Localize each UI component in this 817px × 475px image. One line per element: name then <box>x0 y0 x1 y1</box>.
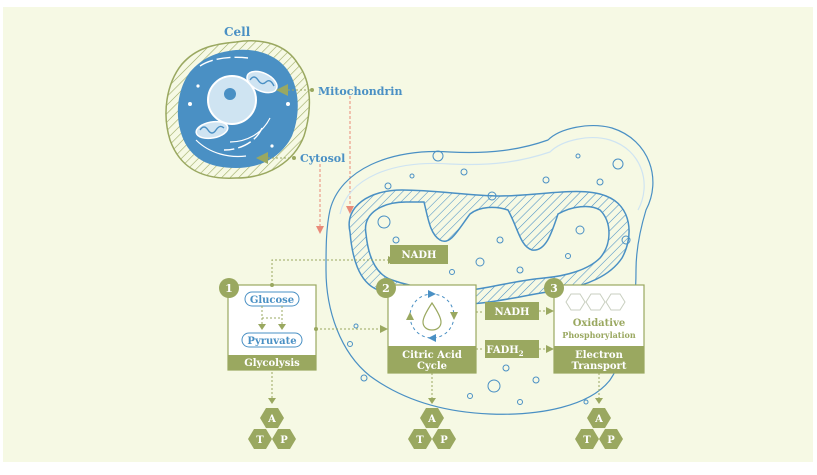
atp-hex-a <box>587 408 611 428</box>
step-1-number: 1 <box>225 282 233 295</box>
step-2-citric-acid-cycle: Citric Acid Cycle 2 <box>376 278 477 374</box>
cell-nucleolus <box>224 88 236 100</box>
glucose-label: Glucose <box>250 295 294 306</box>
cytosol-label: Cytosol <box>300 152 345 165</box>
nadh-top-tag <box>390 245 448 264</box>
zoomed-cell-body <box>325 125 654 415</box>
svg-text:A: A <box>427 414 436 425</box>
atp-output-2: A T P <box>408 373 456 449</box>
fadh-label: FADH2 <box>486 345 523 358</box>
glucose-pill <box>244 291 300 307</box>
atp-hex-a <box>420 408 444 428</box>
nadh-mid-tag <box>485 302 539 320</box>
step-3-number: 3 <box>550 282 558 295</box>
fadh-to-transport-arrow <box>546 345 554 353</box>
pyruvate-label: Pyruvate <box>247 336 296 347</box>
step-2-number: 2 <box>382 282 390 295</box>
svg-text:T: T <box>583 435 591 446</box>
citric-acid-title-line-2: Cycle <box>417 361 447 372</box>
svg-text:A: A <box>594 414 603 425</box>
phosphorylation-label: Phosphorylation <box>562 330 636 340</box>
atp-output-1: A T P <box>248 372 296 449</box>
fadh-tag <box>485 340 539 358</box>
svg-text:P: P <box>280 435 288 446</box>
mitochondrion-pointer-arrow <box>276 84 288 96</box>
nadh-mid-label: NADH <box>494 307 529 318</box>
atp-hex-p <box>432 429 456 449</box>
nadh-top-label: NADH <box>401 250 436 261</box>
electron-transport-title-line-1: Electron <box>575 350 623 361</box>
atp-hex-p <box>599 429 623 449</box>
cycle-arrow-left <box>406 312 414 320</box>
citric-acid-title-line-1: Citric Acid <box>402 350 462 361</box>
pyruvate-pill <box>241 332 303 348</box>
atp-hex-a <box>260 408 284 428</box>
droplet-icon <box>422 301 442 331</box>
glycolysis-down-arrow-right <box>278 324 286 330</box>
hexagon-icon-3 <box>605 293 626 311</box>
zoomed-mitochondrion <box>348 189 630 306</box>
cycle-arrow-right <box>450 312 458 320</box>
cell-nucleus <box>207 75 257 125</box>
nadh-to-transport-arrow <box>546 307 554 315</box>
svg-text:A: A <box>267 414 276 425</box>
cytosol-drop-arrow <box>316 226 324 234</box>
cycle-arrow-top <box>428 290 436 298</box>
cell-callouts: Mitochondrin Cytosol <box>256 84 402 234</box>
cell-illustration: Cell <box>165 25 311 179</box>
atp-hex-t <box>575 429 599 449</box>
step-1-glycolysis: Glycolysis Glucose Pyruvate 1 <box>219 278 317 371</box>
svg-text:P: P <box>607 435 615 446</box>
cytosol-pointer-arrow <box>256 152 268 164</box>
glycolysis-down-arrow-left <box>258 324 266 330</box>
glycolysis-title: Glycolysis <box>244 358 300 369</box>
atp-hex-p <box>272 429 296 449</box>
svg-text:T: T <box>256 435 264 446</box>
atp-output-3: A T P <box>575 373 623 449</box>
oxidative-label: Oxidative <box>573 318 626 329</box>
hexagon-icon-2 <box>585 293 606 311</box>
svg-text:P: P <box>440 435 448 446</box>
electron-transport-title-line-2: Transport <box>572 361 627 372</box>
mitochondrion-label: Mitochondrin <box>318 85 402 98</box>
hexagon-icon-1 <box>565 293 586 311</box>
connectors: NADH NADH FADH2 <box>270 245 554 358</box>
cell-title: Cell <box>224 25 251 39</box>
atp-hex-t <box>408 429 432 449</box>
step-2-badge <box>376 278 396 298</box>
svg-text:T: T <box>416 435 424 446</box>
step-3-badge <box>544 278 564 298</box>
glycolysis-to-citric-arrow <box>380 325 388 333</box>
zoomed-cell-outline <box>325 125 654 415</box>
cycle-arrow-bottom <box>428 334 436 342</box>
step-3-electron-transport: Electron Transport Oxidative Phosphoryla… <box>544 278 645 374</box>
step-1-badge <box>219 278 239 298</box>
mitochondrion-drop-arrow <box>346 206 354 214</box>
atp-hex-t <box>248 429 272 449</box>
